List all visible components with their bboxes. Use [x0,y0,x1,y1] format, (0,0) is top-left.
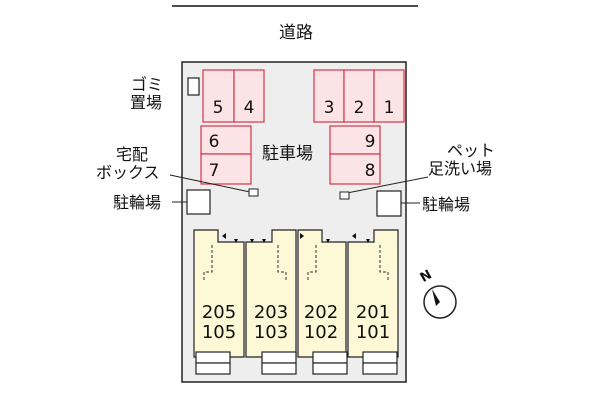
storage-boxes [195,351,398,375]
parking-space-4-label: 4 [243,98,255,118]
compass-needle-tail [432,289,440,306]
entrance-marker [250,239,254,243]
parking-space-6 [200,125,252,155]
parking-space-7-label: 7 [208,161,220,181]
unit-105-label: 105 [201,322,237,343]
north-arrow-compass [423,285,457,319]
unit-205-label: 205 [201,302,237,323]
unit-203-label: 203 [253,302,289,323]
dashed-outline-2 [277,245,287,280]
parking-space-2-label: 2 [353,98,365,118]
entrance-marker [366,239,370,243]
storage-box-2-bottom [261,362,297,375]
dashed-outline-1 [203,245,213,280]
unit-201-label: 201 [355,302,391,323]
pet-wash-label-line1: ペット [447,141,496,160]
parking-space-8-label: 8 [364,161,376,181]
pet-wash-label-line2: 足洗い場 [428,159,493,178]
road-label: 道路 [279,23,313,43]
storage-box-1-top [195,351,231,364]
parking-group-top-left [202,69,265,123]
storage-box-4-top [362,351,398,364]
entrance-marker [352,233,356,239]
entrance-marker [300,233,304,239]
parking-space-9-label: 9 [364,132,376,152]
dashed-outline-4 [379,245,389,280]
storage-box-3-bottom [312,362,348,375]
unit-block-4 [347,229,399,358]
bicycle-parking-left-label: 駐輪場 [113,193,162,212]
parking-space-5-label: 5 [212,98,224,118]
dashed-outline-3 [307,245,317,280]
bicycle-parking-right-label: 駐輪場 [422,195,471,214]
storage-box-1-bottom [195,362,231,375]
delivery-box [248,188,259,197]
unit-202-label: 202 [303,302,339,323]
garbage-box [187,77,200,96]
parking-space-3-label: 3 [323,98,335,118]
parking-group-right [329,125,381,185]
delivery-leader-line [169,174,251,193]
parking-space-1-label: 1 [383,98,395,118]
parking-group-left [200,125,252,185]
unit-block-2 [245,229,297,358]
parking-space-6-label: 6 [208,132,220,152]
storage-box-3-top [312,351,348,364]
pet-wash-station [339,191,350,200]
parking-space-1 [373,69,405,123]
pet-wash-leader-line [346,176,429,194]
entrance-marker [222,233,226,239]
parking-group-top-right [313,69,405,123]
unit-103-label: 103 [253,322,289,343]
garbage-label-line1: ゴミ [131,75,164,94]
parking-space-5 [202,69,235,123]
apartment-building [193,229,399,358]
parking-space-8 [329,153,381,185]
storage-box-2-top [261,351,297,364]
garbage-label-line2: 置場 [130,93,163,112]
parking-space-7 [200,153,252,185]
entrance-marker [326,239,330,243]
unit-block-3 [297,229,347,358]
parking-space-4 [233,69,265,123]
bicycle-parking-left [186,189,211,215]
unit-block-1 [193,229,245,358]
unit-101-label: 101 [355,322,391,343]
delivery-label-line1: 宅配 [116,145,149,164]
parking-label: 駐車場 [262,144,313,164]
bicycle-parking-right [376,190,402,217]
unit-102-label: 102 [303,322,339,343]
storage-box-4-bottom [362,362,398,375]
delivery-label-line2: ボックス [96,163,160,182]
parking-space-9 [329,125,381,155]
entrance-marker [234,239,238,243]
entrance-marker [262,239,266,243]
